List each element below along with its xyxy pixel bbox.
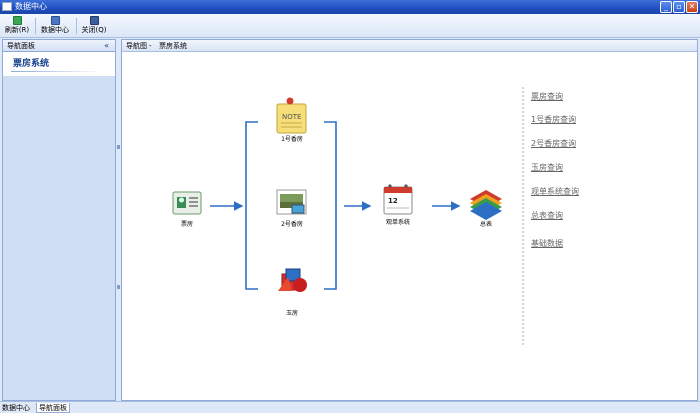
minimize-button[interactable]: _ [660,1,672,13]
breadcrumb-separator: - [149,42,152,50]
flow-diagram: NOTE 12 [172,87,524,345]
nav-panel-header: 导航面板 « [3,40,115,52]
toolbar: 刷新(R) 数据中心 关闭(Q) [0,14,700,38]
images-icon[interactable] [276,189,307,215]
collapse-icon[interactable]: « [104,41,109,50]
nav-item-boxoffice[interactable]: 票房系统 [13,59,50,69]
books-icon[interactable] [470,190,502,220]
svg-text:12: 12 [388,197,398,205]
datacenter-button[interactable]: 数据中心 [39,16,71,36]
close-app-button[interactable]: 关闭(Q) [80,16,108,36]
maximize-button[interactable]: ▫ [673,1,685,13]
splitter-grip [117,145,120,149]
panel-splitter[interactable] [116,39,121,401]
calendar-icon[interactable]: 12 [383,184,413,215]
note-icon[interactable]: NOTE [276,97,307,134]
shapes-icon[interactable] [278,268,307,292]
window-title: 数据中心 [15,2,47,11]
node-label-hall2: 2号香房 [281,221,303,228]
app-icon [2,2,12,11]
link-boxoffice-query[interactable]: 票房查询 [531,92,563,101]
refresh-button[interactable]: 刷新(R) [4,16,30,36]
nav-panel-title: 导航面板 [7,42,35,50]
nav-panel-body [3,76,115,400]
bracket-left [245,121,258,290]
node-label-hall1: 1号香房 [281,136,303,143]
datacenter-icon [50,16,60,25]
toolbar-separator [35,18,36,34]
status-tab-navpanel[interactable]: 导航面板 [36,403,70,413]
nav-panel: 导航面板 « 票房系统 [2,39,116,401]
refresh-icon [12,16,22,25]
splitter-grip [117,285,120,289]
link-hall3-query[interactable]: 玉房查询 [531,163,563,172]
exit-icon [89,16,99,25]
breadcrumb: 导航图 - 票房系统 [122,40,697,52]
link-base-data[interactable]: 基础数据 [531,239,563,248]
nav-divider [11,71,103,72]
link-hall2-query[interactable]: 2号香房查询 [531,139,577,148]
toolbar-separator [76,18,77,34]
link-order-query[interactable]: 观单系统查询 [531,187,579,196]
status-tab-datacenter[interactable]: 数据中心 [2,404,30,412]
node-label-hall3: 玉房 [285,310,298,317]
node-label-source: 票房 [180,221,193,228]
window-titlebar: 数据中心 _ ▫ ✕ [0,0,700,14]
bracket-right [324,121,337,290]
node-label-report: 总表 [479,221,492,228]
breadcrumb-root[interactable]: 导航图 [126,42,147,50]
link-report-query[interactable]: 总表查询 [531,211,563,220]
id-card-icon[interactable] [172,191,202,215]
node-label-order: 观单系统 [385,219,410,226]
close-window-button[interactable]: ✕ [686,1,698,13]
link-hall1-query[interactable]: 1号香房查询 [531,115,577,124]
svg-text:NOTE: NOTE [282,113,301,121]
main-content: 导航图 - 票房系统 [121,39,698,401]
breadcrumb-current: 票房系统 [159,42,187,50]
statusbar: 数据中心 导航面板 [0,401,700,413]
